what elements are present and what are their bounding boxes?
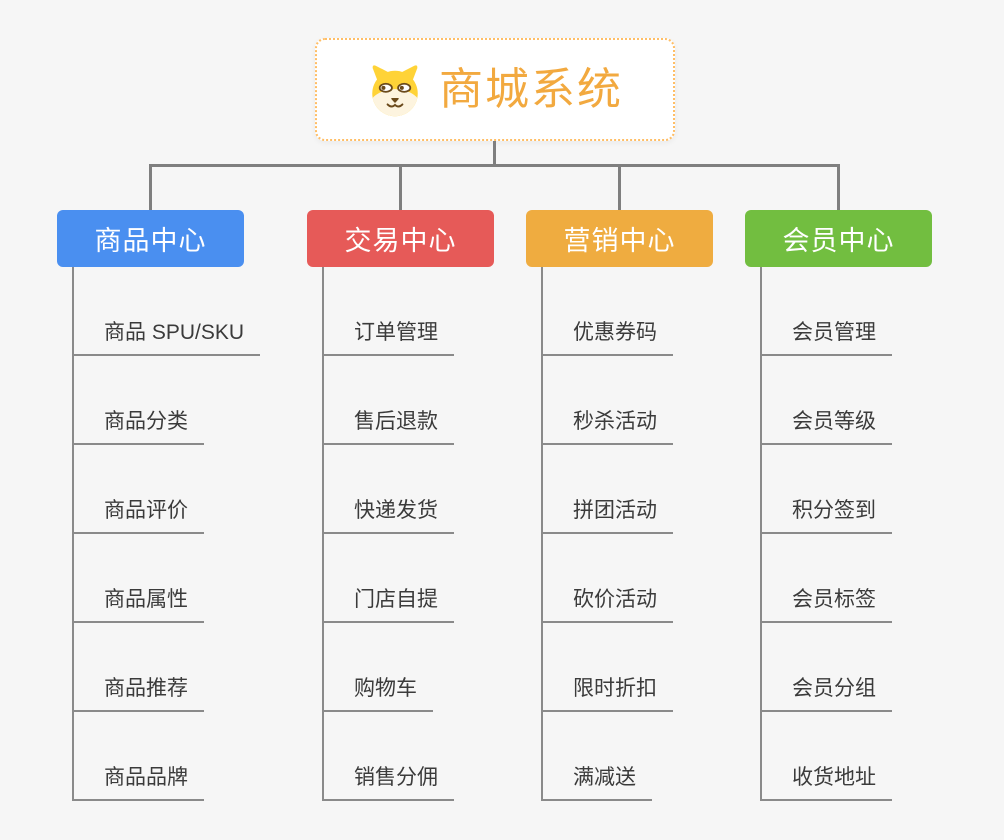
- list-item: 拼团活动: [543, 445, 673, 534]
- leaf-node[interactable]: 积分签到: [762, 498, 892, 534]
- leaf-node[interactable]: 会员分组: [762, 676, 892, 712]
- leaf-node[interactable]: 会员管理: [762, 320, 892, 356]
- list-item: 积分签到: [762, 445, 892, 534]
- list-item: 秒杀活动: [543, 356, 673, 445]
- leaf-node[interactable]: 拼团活动: [543, 498, 673, 534]
- leaf-node[interactable]: 订单管理: [324, 320, 454, 356]
- branch-node-member-center[interactable]: 会员中心: [745, 210, 932, 267]
- leaf-node[interactable]: 限时折扣: [543, 676, 673, 712]
- branch-node-trade-center[interactable]: 交易中心: [307, 210, 494, 267]
- leaf-node[interactable]: 会员标签: [762, 587, 892, 623]
- branch-node-product-center[interactable]: 商品中心: [57, 210, 244, 267]
- list-item: 门店自提: [324, 534, 454, 623]
- list-item: 商品品牌: [74, 712, 260, 801]
- list-item: 限时折扣: [543, 623, 673, 712]
- root-node[interactable]: 商城系统: [315, 38, 675, 141]
- list-item: 砍价活动: [543, 534, 673, 623]
- leaf-node[interactable]: 满减送: [543, 765, 652, 801]
- list-item: 会员标签: [762, 534, 892, 623]
- list-item: 商品属性: [74, 534, 260, 623]
- leaf-node[interactable]: 砍价活动: [543, 587, 673, 623]
- list-item: 会员分组: [762, 623, 892, 712]
- leaf-node[interactable]: 会员等级: [762, 409, 892, 445]
- leaf-node[interactable]: 商品属性: [74, 587, 204, 623]
- leaf-node[interactable]: 收货地址: [762, 765, 892, 801]
- connector-horizontal-bar: [149, 164, 840, 167]
- list-item: 快递发货: [324, 445, 454, 534]
- list-item: 商品 SPU/SKU: [74, 267, 261, 356]
- leaf-node[interactable]: 秒杀活动: [543, 409, 673, 445]
- leaf-node[interactable]: 售后退款: [324, 409, 454, 445]
- list-item: 销售分佣: [324, 712, 454, 801]
- leaf-list-product-center: 商品 SPU/SKU 商品分类 商品评价 商品属性 商品推荐 商品品牌: [72, 267, 261, 801]
- connector-root-drop: [493, 141, 496, 165]
- leaf-node[interactable]: 门店自提: [324, 587, 454, 623]
- list-item: 商品推荐: [74, 623, 260, 712]
- connector-drop-1: [149, 167, 152, 210]
- list-item: 优惠券码: [543, 267, 673, 356]
- leaf-node[interactable]: 快递发货: [324, 498, 454, 534]
- list-item: 订单管理: [324, 267, 454, 356]
- list-item: 售后退款: [324, 356, 454, 445]
- list-item: 会员等级: [762, 356, 892, 445]
- leaf-node[interactable]: 商品推荐: [74, 676, 204, 712]
- list-item: 满减送: [543, 712, 673, 801]
- leaf-node[interactable]: 购物车: [324, 676, 433, 712]
- list-item: 购物车: [324, 623, 454, 712]
- leaf-node[interactable]: 优惠券码: [543, 320, 673, 356]
- list-item: 商品分类: [74, 356, 260, 445]
- leaf-node[interactable]: 商品分类: [74, 409, 204, 445]
- connector-drop-2: [399, 167, 402, 210]
- root-title: 商城系统: [439, 64, 623, 114]
- leaf-list-marketing-center: 优惠券码 秒杀活动 拼团活动 砍价活动 限时折扣 满减送: [541, 267, 673, 801]
- dog-mascot-icon: [367, 62, 423, 118]
- leaf-node[interactable]: 商品评价: [74, 498, 204, 534]
- list-item: 会员管理: [762, 267, 892, 356]
- leaf-node[interactable]: 销售分佣: [324, 765, 454, 801]
- list-item: 收货地址: [762, 712, 892, 801]
- leaf-list-member-center: 会员管理 会员等级 积分签到 会员标签 会员分组 收货地址: [760, 267, 892, 801]
- leaf-node[interactable]: 商品 SPU/SKU: [74, 320, 261, 356]
- connector-drop-3: [618, 167, 621, 210]
- branch-node-marketing-center[interactable]: 营销中心: [526, 210, 713, 267]
- leaf-node[interactable]: 商品品牌: [74, 765, 204, 801]
- leaf-list-trade-center: 订单管理 售后退款 快递发货 门店自提 购物车 销售分佣: [322, 267, 454, 801]
- list-item: 商品评价: [74, 445, 260, 534]
- connector-drop-4: [837, 167, 840, 210]
